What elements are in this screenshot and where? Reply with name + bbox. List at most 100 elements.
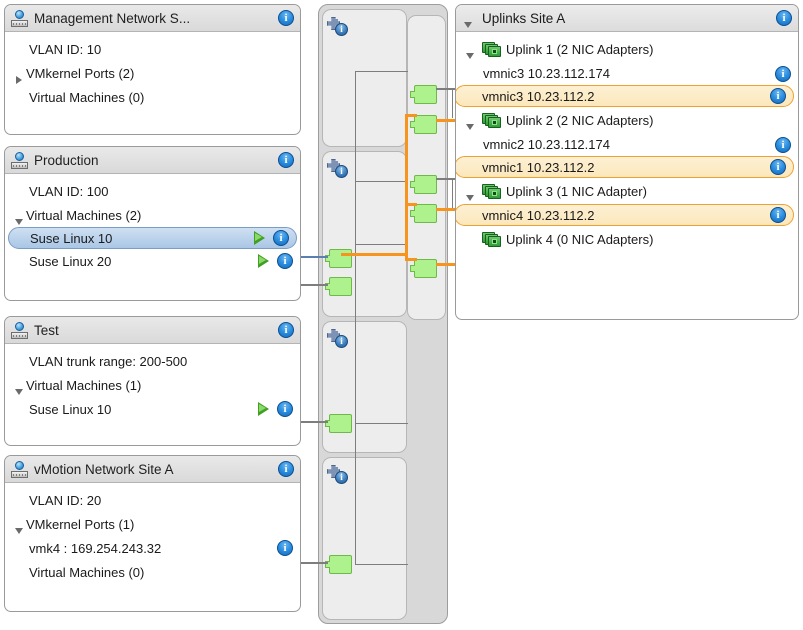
list-item-vmnic[interactable]: vmnic3 10.23.112.174 — [456, 62, 798, 85]
list-item-uplink[interactable]: Uplink 2 (2 NIC Adapters) — [456, 107, 798, 133]
info-icon[interactable] — [770, 207, 786, 223]
link-uplink2-rail — [452, 178, 453, 208]
network-port-icon[interactable] — [410, 175, 437, 194]
info-icon[interactable] — [277, 401, 293, 417]
list-item-uplink[interactable]: Uplink 4 (0 NIC Adapters) — [456, 226, 798, 252]
list-item-uplink[interactable]: Uplink 3 (1 NIC Adapter) — [456, 178, 798, 204]
info-icon[interactable] — [278, 322, 294, 338]
switch-internal-rail — [355, 244, 356, 424]
list-item-vmnic[interactable]: vmnic2 10.23.112.174 — [456, 133, 798, 156]
nic-adapter-icon — [482, 231, 501, 247]
vm-name-label: Suse Linux 20 — [29, 253, 112, 269]
virtual-machines-row[interactable]: Virtual Machines (1) — [5, 373, 300, 397]
network-port-icon[interactable] — [410, 204, 437, 223]
link-uplink1-vmnic3-174 — [436, 88, 470, 90]
info-icon[interactable] — [278, 10, 294, 26]
uplinks-panel-body: Uplink 1 (2 NIC Adapters) vmnic3 10.23.1… — [456, 32, 798, 259]
network-port-icon[interactable] — [410, 85, 437, 104]
port-group-panel-production[interactable]: Production VLAN ID: 100 Virtual Machines… — [4, 146, 301, 301]
port-group-header[interactable]: Management Network S... — [5, 5, 300, 32]
vmkernel-ports-row[interactable]: VMkernel Ports (2) — [5, 61, 300, 85]
info-icon[interactable] — [277, 540, 293, 556]
vmnic-label: vmnic3 10.23.112.174 — [483, 66, 610, 81]
port-group-icon — [11, 321, 28, 339]
switch-internal-rail — [355, 244, 408, 245]
link-vmotion-vmk4 — [301, 562, 328, 564]
network-port-icon[interactable] — [325, 555, 352, 574]
network-port-icon[interactable] — [410, 115, 437, 134]
link-uplink3-vmnic4-2 — [436, 263, 472, 266]
switch-internal-rail — [355, 71, 356, 245]
virtual-machines-label: Virtual Machines (2) — [26, 207, 142, 223]
virtual-machines-row: Virtual Machines (0) — [5, 85, 300, 109]
port-group-icon — [11, 460, 28, 478]
uplinks-panel[interactable]: Uplinks Site A Uplink 1 (2 NIC Adapters)… — [455, 4, 799, 320]
vm-powered-on-icon — [253, 231, 266, 245]
info-icon[interactable] — [775, 65, 791, 82]
port-group-panel-management[interactable]: Management Network S... VLAN ID: 10 VMke… — [4, 4, 301, 135]
port-group-body: VLAN ID: 100 Virtual Machines (2) Suse L… — [5, 174, 300, 280]
properties-gear-info-icon[interactable] — [327, 329, 349, 348]
vlan-trunk-range-label: VLAN trunk range: 200-500 — [29, 353, 188, 369]
vm-powered-on-icon — [257, 254, 270, 268]
nic-adapter-icon — [482, 183, 501, 199]
list-item-uplink[interactable]: Uplink 1 (2 NIC Adapters) — [456, 36, 798, 62]
switch-internal-rail — [355, 71, 408, 72]
info-icon[interactable] — [273, 230, 289, 246]
info-icon[interactable] — [770, 159, 786, 175]
list-item-vmnic[interactable]: vmnic1 10.23.112.2 — [456, 156, 794, 178]
list-item-vm[interactable]: Suse Linux 20 — [5, 249, 300, 273]
uplink-label: Uplink 4 (0 NIC Adapters) — [506, 231, 654, 247]
uplinks-panel-title: Uplinks Site A — [482, 10, 566, 26]
network-port-icon[interactable] — [325, 249, 352, 268]
list-item-vmnic[interactable]: vmnic3 10.23.112.2 — [456, 85, 794, 107]
properties-gear-info-icon[interactable] — [327, 159, 349, 178]
virtual-machines-row[interactable]: Virtual Machines (2) — [5, 203, 300, 227]
network-port-icon[interactable] — [325, 414, 352, 433]
link-uplink2-vmnic1-2 — [436, 208, 472, 211]
port-group-title: Test — [34, 322, 59, 338]
virtual-machines-row: Virtual Machines (0) — [5, 560, 300, 584]
uplink-trunk-riser — [405, 253, 408, 261]
virtual-machines-label: Virtual Machines (0) — [29, 564, 145, 580]
port-group-body: VLAN ID: 10 VMkernel Ports (2) Virtual M… — [5, 32, 300, 116]
nic-adapter-icon — [482, 41, 501, 57]
info-icon[interactable] — [775, 136, 791, 153]
properties-gear-info-icon[interactable] — [327, 17, 349, 36]
network-port-icon[interactable] — [410, 259, 437, 278]
port-group-vlan-row: VLAN ID: 100 — [5, 179, 300, 203]
info-icon[interactable] — [277, 253, 293, 269]
list-item-vm[interactable]: Suse Linux 10 — [8, 227, 297, 249]
vmkernel-ports-row[interactable]: VMkernel Ports (1) — [5, 512, 300, 536]
port-group-vlan-row: VLAN ID: 10 — [5, 37, 300, 61]
vmnic-label: vmnic2 10.23.112.174 — [483, 137, 610, 152]
port-group-header[interactable]: Test — [5, 317, 300, 344]
port-group-panel-vmotion[interactable]: vMotion Network Site A VLAN ID: 20 VMker… — [4, 455, 301, 612]
list-item-vmkernel[interactable]: vmk4 : 169.254.243.32 — [5, 536, 300, 560]
info-icon[interactable] — [278, 461, 294, 477]
properties-gear-info-icon[interactable] — [327, 465, 349, 484]
port-group-title: Management Network S... — [34, 10, 191, 26]
info-icon[interactable] — [776, 10, 792, 26]
info-icon[interactable] — [770, 88, 786, 104]
vmnic-label: vmnic1 10.23.112.2 — [482, 159, 595, 175]
port-group-icon — [11, 151, 28, 169]
vlan-id-label: VLAN ID: 100 — [29, 183, 109, 199]
vlan-id-label: VLAN ID: 10 — [29, 41, 102, 57]
info-icon[interactable] — [278, 152, 294, 168]
uplink-label: Uplink 1 (2 NIC Adapters) — [506, 41, 654, 57]
port-group-header[interactable]: vMotion Network Site A — [5, 456, 300, 483]
vmnic-label: vmnic4 10.23.112.2 — [482, 207, 595, 223]
switch-host-slot-4 — [322, 457, 407, 620]
port-group-header[interactable]: Production — [5, 147, 300, 174]
switch-internal-rail — [355, 181, 408, 182]
link-test-vm1 — [301, 421, 328, 423]
vmnic-label: vmnic3 10.23.112.2 — [482, 88, 595, 104]
port-group-title: vMotion Network Site A — [34, 461, 174, 477]
network-port-icon[interactable] — [325, 277, 352, 296]
port-group-panel-test[interactable]: Test VLAN trunk range: 200-500 Virtual M… — [4, 316, 301, 446]
vmkernel-ports-label: VMkernel Ports (2) — [26, 65, 135, 81]
list-item-vm[interactable]: Suse Linux 10 — [5, 397, 300, 421]
list-item-vmnic[interactable]: vmnic4 10.23.112.2 — [456, 204, 794, 226]
uplinks-panel-header[interactable]: Uplinks Site A — [456, 5, 798, 32]
